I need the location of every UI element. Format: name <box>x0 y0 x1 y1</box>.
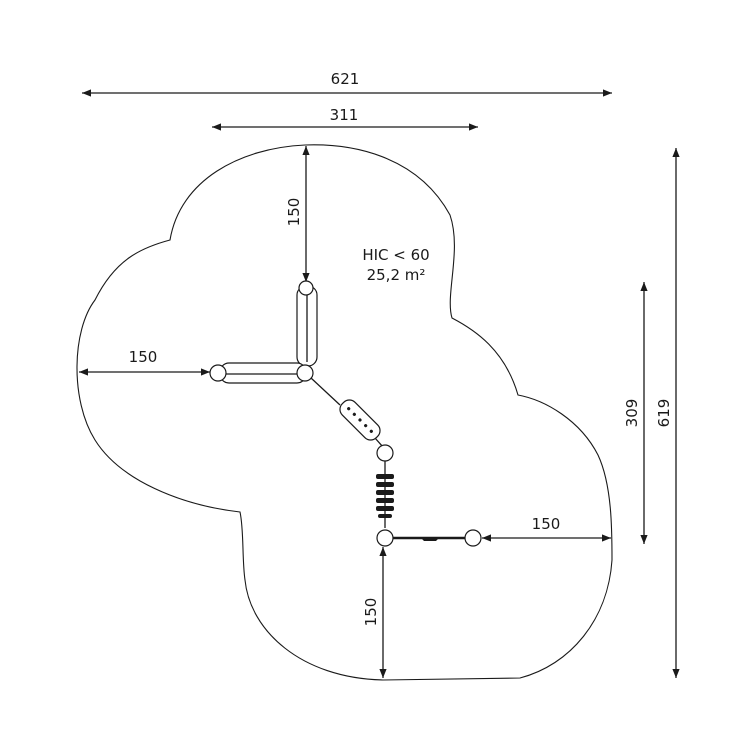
center-post <box>296 364 314 382</box>
inner-height-label: 309 <box>623 399 641 428</box>
left-beam <box>219 362 307 384</box>
bottom-clearance-label: 150 <box>362 598 380 627</box>
playground-equipment <box>209 280 482 547</box>
bottom-post <box>376 529 394 547</box>
diagonal-plank <box>339 399 381 441</box>
left-post <box>209 364 227 382</box>
right-clearance-label: 150 <box>532 515 561 533</box>
middle-post <box>376 444 394 462</box>
top-clearance-label: 150 <box>285 198 303 227</box>
overall-height-label: 619 <box>655 399 673 428</box>
overall-width-label: 621 <box>331 70 360 88</box>
left-clearance-label: 150 <box>129 348 158 366</box>
right-post <box>464 529 482 547</box>
top-post <box>298 280 314 296</box>
inner-width-label: 311 <box>330 106 359 124</box>
hic-label: HIC < 60 <box>362 246 429 264</box>
fall-area-label: 25,2 m² <box>367 266 426 284</box>
safety-zone-outline <box>76 144 613 681</box>
bridge-steps <box>376 474 394 518</box>
diagonal-rope <box>310 377 341 406</box>
rope-seat <box>420 537 440 541</box>
